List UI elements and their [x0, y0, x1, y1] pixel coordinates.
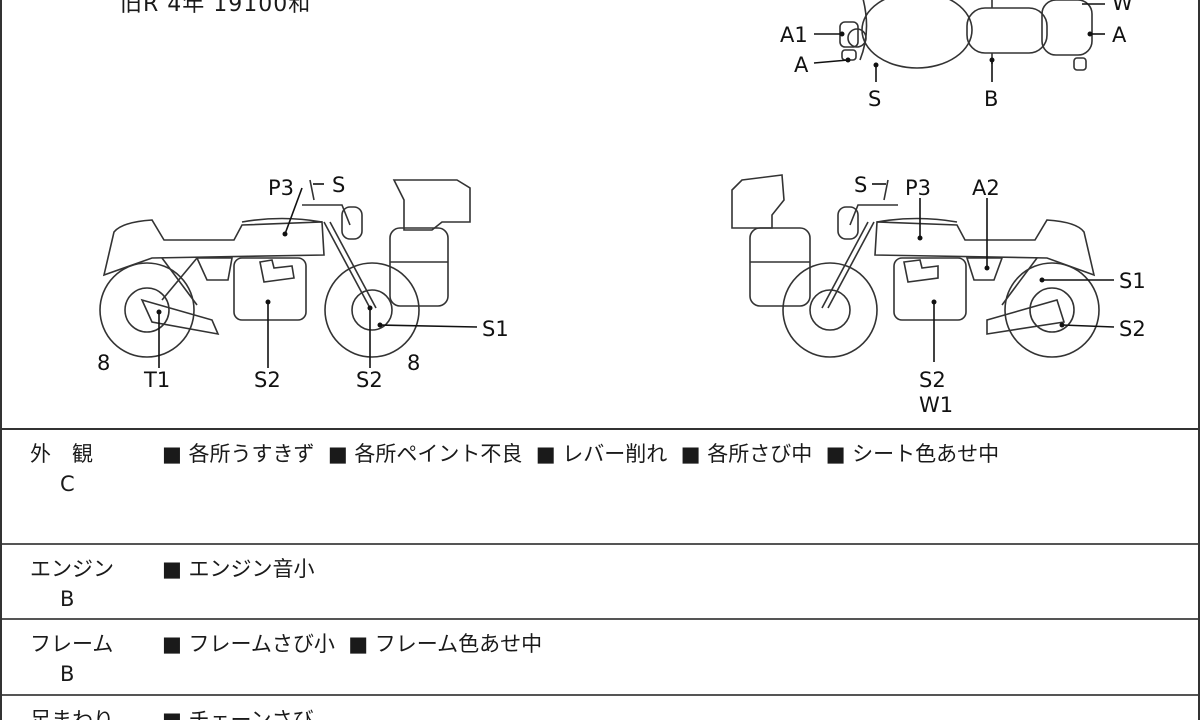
remark-item: ■ チェーンさび: [162, 708, 314, 720]
label-top-a-right: A: [1112, 23, 1127, 47]
motorcycle-diagram: A1 A S B A W P3 S S1 8 T1 S2 S2 8 S P3 A…: [97, 0, 1146, 417]
label-top-b: B: [984, 87, 998, 111]
row-frame: フレーム B ■ フレームさび小 ■ フレーム色あせ中: [2, 620, 1198, 696]
top-view-motorcycle: [839, 0, 1093, 71]
leader-dots: [156, 31, 1093, 328]
remark-item: ■ レバー削れ: [535, 442, 668, 466]
label-top-a1: A1: [780, 23, 808, 47]
label-top-a-left: A: [794, 53, 809, 77]
label-right-s: S: [854, 173, 867, 197]
label-left-t1: T1: [143, 368, 170, 392]
grade-label: C: [60, 472, 75, 496]
label-right-a2: A2: [972, 176, 1000, 200]
label-left-s: S: [332, 173, 345, 197]
grade-label: B: [60, 662, 75, 686]
right-side-motorcycle: [731, 174, 1100, 358]
label-top-s: S: [868, 87, 881, 111]
remarks-list: ■ チェーンさび: [162, 704, 313, 720]
remark-item: ■ 各所ペイント不良: [327, 442, 523, 466]
label-top-w: W: [1112, 0, 1133, 15]
remark-item: ■ エンジン音小: [162, 557, 315, 581]
category-label: エンジン: [30, 557, 114, 581]
category-label: 外 観: [30, 442, 93, 466]
grade-label: B: [60, 587, 75, 611]
label-left-s2-engine: S2: [254, 368, 281, 392]
header-text: 旧R 4年 19100和: [120, 0, 312, 17]
remark-item: ■ 各所うすきず: [162, 442, 315, 466]
label-right-s2-rear: S2: [1119, 317, 1146, 341]
label-right-s2-engine: S2: [919, 368, 946, 392]
label-left-s2-front: S2: [356, 368, 383, 392]
label-right-p3: P3: [905, 176, 931, 200]
remarks-list: ■ 各所うすきず ■ 各所ペイント不良 ■ レバー削れ ■ 各所さび中 ■ シー…: [162, 438, 999, 468]
row-engine: エンジン B ■ エンジン音小: [2, 545, 1198, 620]
remarks-list: ■ フレームさび小 ■ フレーム色あせ中: [162, 628, 542, 658]
label-left-8-front: 8: [407, 351, 420, 375]
label-left-s1: S1: [482, 317, 509, 341]
row-exterior: 外 観 C ■ 各所うすきず ■ 各所ペイント不良 ■ レバー削れ ■ 各所さび…: [2, 430, 1198, 545]
label-right-s1: S1: [1119, 269, 1146, 293]
label-left-8-rear: 8: [97, 351, 110, 375]
remark-item: ■ フレーム色あせ中: [348, 632, 543, 656]
category-label: フレーム: [30, 632, 114, 656]
remarks-list: ■ エンジン音小: [162, 553, 315, 583]
label-right-w1: W1: [919, 393, 953, 417]
remark-item: ■ シート色あせ中: [825, 442, 1000, 466]
remark-item: ■ 各所さび中: [680, 442, 813, 466]
category-label: 足まわり: [30, 708, 114, 720]
leader-lines: [158, 3, 1115, 368]
remark-item: ■ フレームさび小: [162, 632, 335, 656]
label-left-p3: P3: [268, 176, 294, 200]
row-suspension: 足まわり ■ チェーンさび: [2, 696, 1198, 720]
left-side-motorcycle: [99, 179, 471, 358]
damage-diagram: 旧R 4年 19100和: [2, 0, 1198, 430]
